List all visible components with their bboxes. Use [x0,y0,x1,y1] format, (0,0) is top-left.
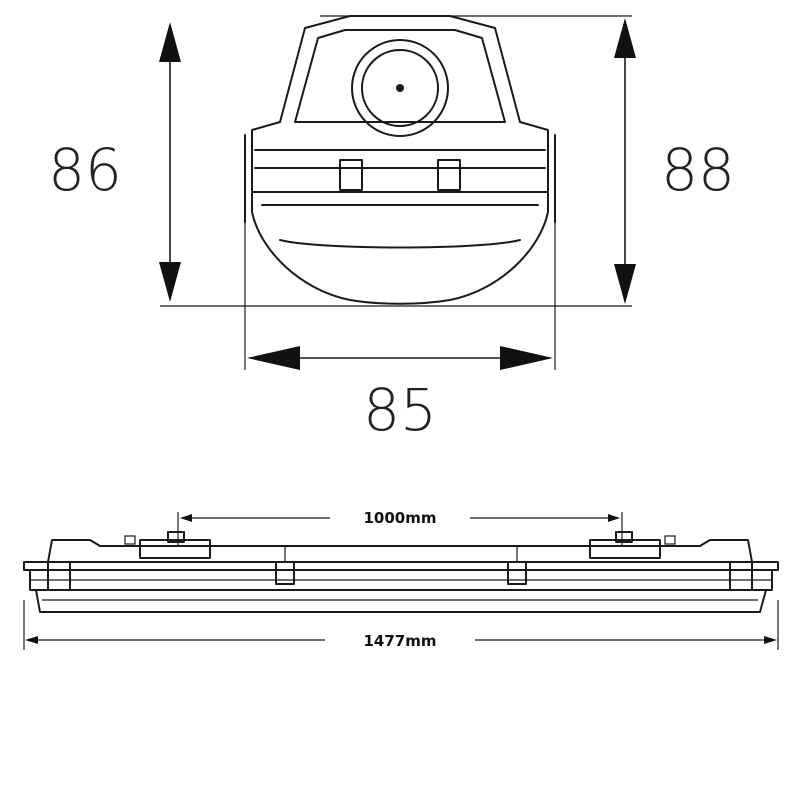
mounting-clip-right [589,539,661,559]
inner-bracket [507,561,527,585]
upper-housing [251,15,549,193]
end-cap-inner [361,49,439,127]
clip-left [339,159,363,191]
arrow-left [180,514,192,522]
fixture-top-edge [47,539,753,563]
cross-section-view: 86 88 85 [48,15,735,444]
clip-right [437,159,461,191]
fixture-diffuser [35,589,767,613]
housing-inner-outline [294,29,506,123]
arrow-left [25,636,38,644]
arrow-up [614,18,636,58]
arrow-up [159,22,181,62]
end-cap-outer [351,39,449,137]
lens-diffuser [251,191,549,305]
overall-length-label: 1477mm [363,632,436,650]
arrow-down [159,262,181,302]
mounting-tab-right [615,531,633,543]
arrow-right [500,346,553,370]
lens-curve-line [279,239,521,249]
arrow-right [608,514,620,522]
arrow-right [764,636,777,644]
mounting-clip-left [139,539,211,559]
end-cap-left [47,561,71,591]
fixture-top-rail [23,561,779,571]
arrow-left [247,346,300,370]
end-tab-left [124,535,136,545]
inner-bracket [275,561,295,585]
arrow-down [614,264,636,304]
mounting-tab-left [167,531,185,543]
end-cap-screw [396,84,404,92]
end-tab-right [664,535,676,545]
height-left-label: 86 [48,136,122,204]
mount-spacing-label: 1000mm [363,509,436,527]
width-label: 85 [363,376,437,444]
side-view: 1000mm 1477mm [23,509,779,650]
end-cap-right [729,561,753,591]
height-right-label: 88 [661,136,735,204]
